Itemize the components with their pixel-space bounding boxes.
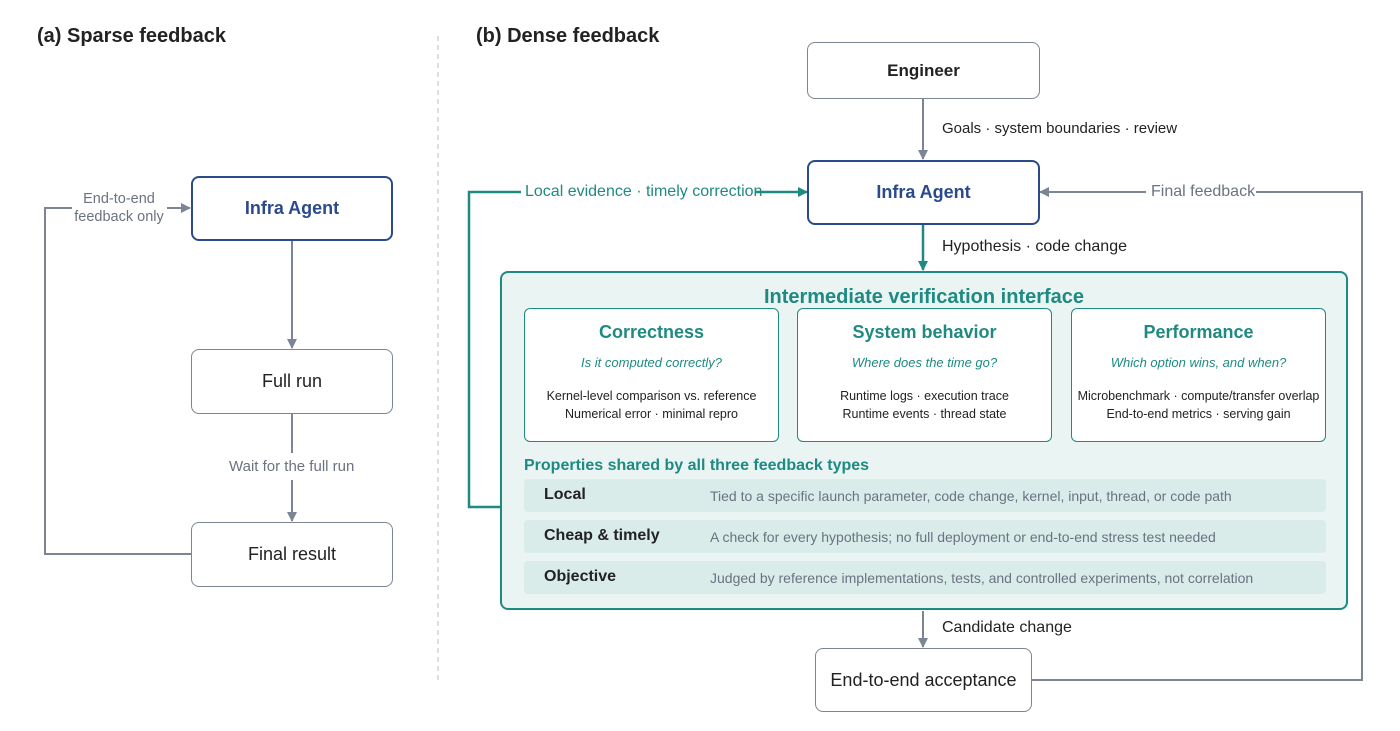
feedback-label-line2: feedback only — [74, 209, 164, 225]
property-name: Local — [544, 486, 586, 503]
card-question: Is it computed correctly? — [581, 355, 722, 370]
feedback-loop-line — [44, 207, 191, 555]
local-evidence-label: Local evidence · timely correction — [525, 183, 763, 200]
panel-b-title: (b) Dense feedback — [476, 25, 660, 47]
verification-interface-panel: Intermediate verification interface Corr… — [500, 271, 1348, 610]
full-run-box: Full run — [191, 349, 393, 414]
card-line: Numerical error · minimal repro — [565, 407, 738, 421]
card-title: System behavior — [852, 322, 997, 342]
card-question: Where does the time go? — [851, 355, 998, 370]
panel-b-infra-agent-box: Infra Agent — [807, 160, 1040, 225]
final-feedback-loop-line — [1032, 191, 1363, 681]
hypothesis-label: Hypothesis · code change — [942, 238, 1127, 255]
candidate-change-label: Candidate change — [942, 619, 1072, 636]
panel-a-feedback-label: End-to-end feedback only — [72, 190, 166, 226]
performance-card: Performance Which option wins, and when?… — [1071, 308, 1326, 442]
final-feedback-label: Final feedback — [1151, 183, 1256, 200]
property-name: Cheap & timely — [544, 527, 660, 544]
local-evidence-loop-line — [467, 190, 521, 509]
goals-label: Goals · system boundaries · review — [942, 120, 1178, 137]
card-line: Kernel-level comparison vs. reference — [546, 389, 757, 403]
card-line: Runtime events · thread state — [842, 407, 1007, 421]
property-row-objective: Objective Judged by reference implementa… — [524, 561, 1326, 594]
end-to-end-acceptance-box: End-to-end acceptance — [815, 648, 1032, 712]
properties-title: Properties shared by all three feedback … — [524, 457, 870, 474]
property-desc: A check for every hypothesis; no full de… — [710, 529, 1216, 545]
property-name: Objective — [544, 568, 617, 585]
card-line: Runtime logs · execution trace — [840, 389, 1009, 403]
property-row-cheap-timely: Cheap & timely A check for every hypothe… — [524, 520, 1326, 553]
panel-a-title: (a) Sparse feedback — [37, 25, 226, 47]
card-title: Performance — [1143, 322, 1254, 342]
card-line: Microbenchmark · compute/transfer overla… — [1077, 389, 1320, 403]
property-desc: Tied to a specific launch parameter, cod… — [710, 488, 1232, 504]
property-desc: Judged by reference implementations, tes… — [710, 570, 1254, 586]
card-title: Correctness — [598, 322, 705, 342]
card-question: Which option wins, and when? — [1110, 355, 1287, 370]
system-behavior-card: System behavior Where does the time go? … — [797, 308, 1052, 442]
wait-label: Wait for the full run — [229, 458, 355, 475]
final-result-box: Final result — [191, 522, 393, 587]
correctness-card: Correctness Is it computed correctly? Ke… — [524, 308, 779, 442]
card-line: End-to-end metrics · serving gain — [1106, 407, 1291, 421]
engineer-box: Engineer — [807, 42, 1040, 99]
property-row-local: Local Tied to a specific launch paramete… — [524, 479, 1326, 512]
feedback-label-line1: End-to-end — [83, 191, 155, 207]
interface-title: Intermediate verification interface — [763, 286, 1085, 308]
panel-a-infra-agent-box: Infra Agent — [191, 176, 393, 241]
